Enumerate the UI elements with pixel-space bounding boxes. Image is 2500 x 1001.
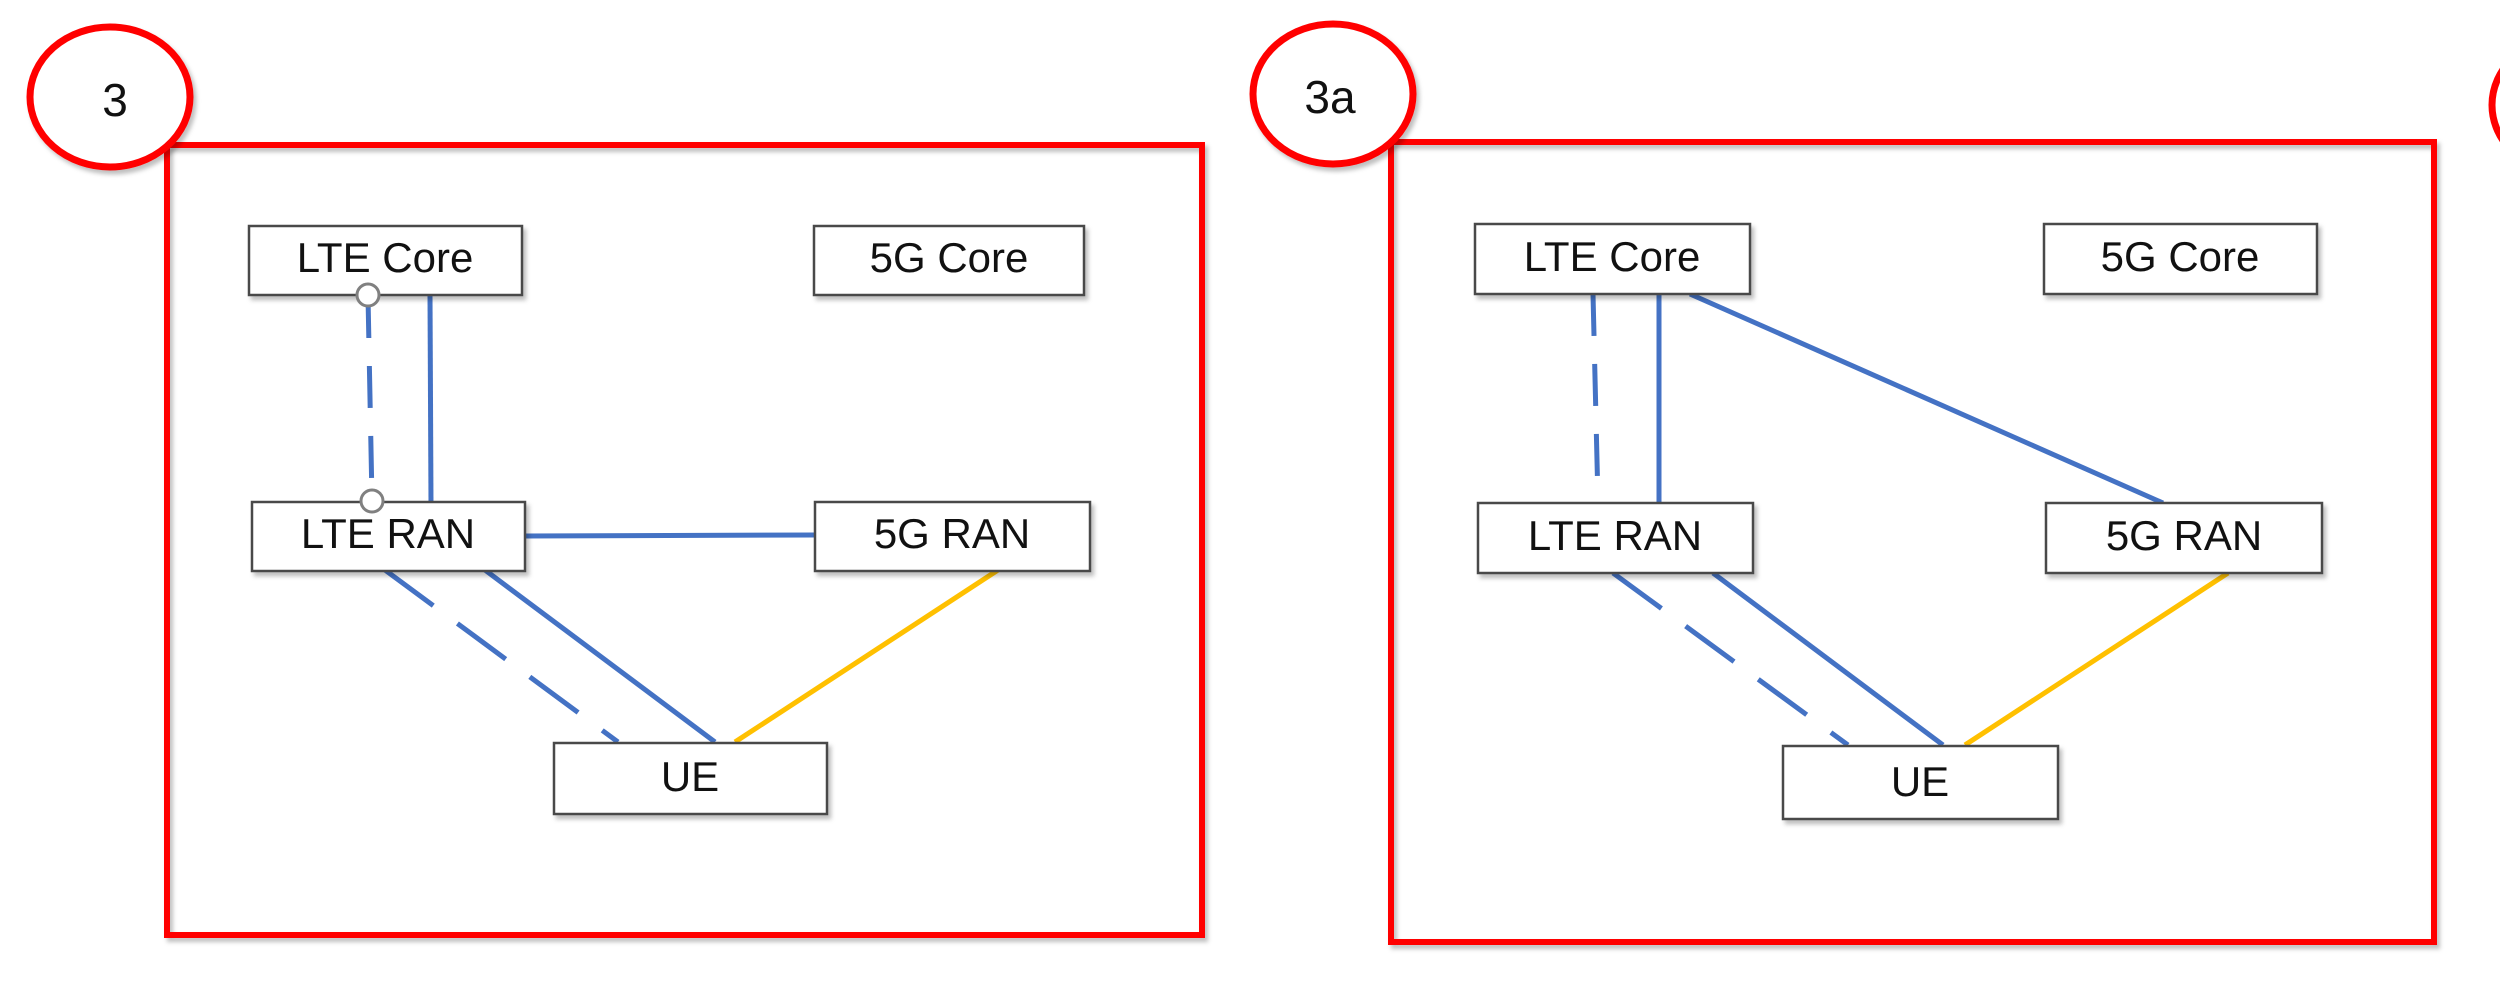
node-lte-core-label: LTE Core — [1524, 233, 1701, 280]
node-ue: UE — [552, 741, 829, 816]
panel-3a-frame — [1388, 139, 2437, 945]
link-lte-core-lte-ran-solid — [427, 294, 434, 506]
node-lte-ran: LTE RAN — [1476, 501, 1755, 575]
panel-3-label-circle — [26, 23, 194, 171]
link-lte-ran-ue-dashed — [383, 567, 620, 745]
link-5g-ran-ue — [733, 567, 1000, 745]
link-lte-ran-5g-ran — [524, 532, 816, 539]
node-5g-ran-label: 5G RAN — [874, 510, 1030, 557]
endpoint-marker-top — [355, 282, 381, 308]
node-lte-core-label: LTE Core — [297, 234, 474, 281]
link-lte-ran-ue-solid — [1711, 570, 1945, 748]
node-5g-ran: 5G RAN — [2044, 501, 2324, 575]
link-lte-core-lte-ran-dashed — [1590, 293, 1601, 503]
panel-3-label: 3 — [102, 74, 128, 126]
panel-3-links — [365, 294, 1000, 745]
link-lte-ran-ue-dashed — [1611, 570, 1850, 748]
link-lte-core-5g-ran — [1688, 291, 2165, 506]
node-5g-ran-label: 5G RAN — [2106, 512, 2262, 559]
node-ue: UE — [1781, 744, 2060, 821]
node-ue-label: UE — [661, 753, 719, 800]
offscreen-label-circle-fragment — [2488, 67, 2500, 143]
panel-3a-label-circle — [1249, 20, 1417, 168]
node-5g-core-label: 5G Core — [870, 234, 1029, 281]
endpoint-marker-bottom — [359, 488, 385, 514]
panel-3a-links — [1590, 291, 2230, 748]
panel-3-frame — [164, 142, 1205, 938]
node-lte-ran-label: LTE RAN — [1528, 512, 1702, 559]
panel-3a: 3a LTE Core 5G Core LTE RAN 5G RAN — [1249, 20, 2437, 945]
node-ue-label: UE — [1891, 758, 1949, 805]
node-lte-ran-label: LTE RAN — [301, 510, 475, 557]
link-lte-core-lte-ran-dashed — [365, 295, 375, 501]
node-5g-core: 5G Core — [2042, 222, 2319, 296]
node-5g-ran: 5G RAN — [813, 500, 1092, 573]
node-5g-core: 5G Core — [812, 224, 1086, 297]
link-lte-ran-ue-solid — [483, 567, 717, 745]
node-lte-ran: LTE RAN — [250, 500, 527, 573]
link-5g-ran-ue — [1963, 570, 2230, 748]
panel-3a-label: 3a — [1304, 71, 1356, 123]
node-lte-core: LTE Core — [1473, 222, 1752, 296]
node-lte-core: LTE Core — [247, 224, 524, 297]
panel-3: 3 LTE Core 5G Core LTE RAN 5G RAN — [26, 23, 1205, 938]
node-5g-core-label: 5G Core — [2101, 233, 2260, 280]
